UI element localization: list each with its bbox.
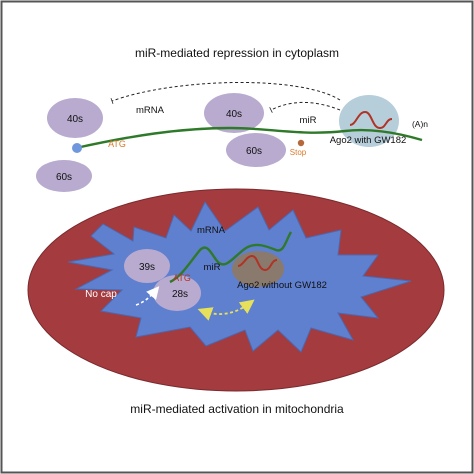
atg-label-top: ATG [108, 139, 126, 149]
subunit-60s-right-label: 60s [246, 146, 262, 157]
mirna-bottom [237, 254, 278, 272]
mrna-label-bottom: mRNA [197, 225, 226, 236]
stop-label: Stop [290, 148, 307, 157]
repression-arc-outer [110, 82, 341, 104]
subunit-28s-label: 28s [172, 289, 188, 300]
subunit-39s [124, 249, 170, 283]
mrna-strand-bottom [169, 231, 293, 284]
mrna-label-top: mRNA [136, 105, 165, 116]
subunit-28s [153, 275, 201, 311]
recruitment-arrow [135, 286, 160, 306]
subunit-60s-left-label: 60s [56, 172, 72, 183]
ago2-halo-top [339, 95, 399, 147]
mir-label-bottom: miR [204, 262, 221, 273]
interaction-arrow [197, 299, 255, 321]
top-title: miR-mediated repression in cytoplasm [135, 46, 339, 60]
mirna-top [349, 110, 393, 130]
subunit-40s-left [47, 98, 103, 138]
mir-label-top: miR [300, 115, 317, 126]
atg-label-bottom: ATG [173, 273, 191, 283]
ago2-label-bottom: Ago2 without GW182 [237, 280, 327, 291]
mrna-cap-top [72, 143, 82, 153]
subunit-40s-right [204, 93, 264, 133]
subunit-60s-right [226, 133, 286, 167]
repression-arc-inner [269, 101, 341, 113]
no-cap-label: No cap [85, 289, 117, 300]
stop-codon-dot [297, 139, 305, 147]
subunit-39s-label: 39s [139, 262, 155, 273]
subunit-40s-left-label: 40s [67, 114, 83, 125]
mrna-strand-top [75, 126, 423, 150]
bottom-title: miR-mediated activation in mitochondria [130, 402, 344, 416]
ago2-label-top: Ago2 with GW182 [330, 135, 407, 146]
polya-label: (A)n [412, 119, 428, 129]
subunit-40s-right-label: 40s [226, 109, 242, 120]
subunit-60s-left [36, 160, 92, 192]
